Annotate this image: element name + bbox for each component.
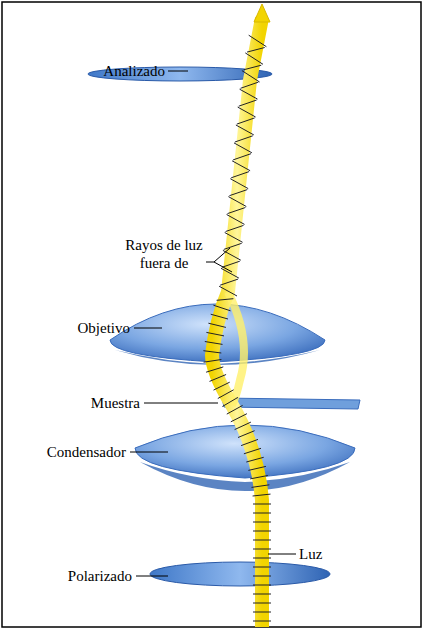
polarization-tick [236, 125, 254, 135]
light-beam-secondary [228, 292, 244, 405]
polarization-tick [253, 576, 271, 577]
part-label: Polarizado [68, 567, 132, 585]
polarization-tick [208, 323, 226, 327]
polarization-tick [232, 161, 250, 171]
polarization-tick [253, 585, 271, 586]
polarization-tick [219, 286, 237, 296]
condenser-lens-bottom [140, 462, 350, 491]
polarization-tick [253, 549, 271, 550]
part-label: Objetivo [78, 319, 131, 337]
polarization-tick [253, 594, 271, 595]
polarization-tick [228, 197, 246, 207]
part-label: Analizado [103, 62, 165, 80]
polarization-tick [235, 136, 253, 142]
polarization-tick [253, 567, 271, 568]
part-label: Rayos de luz fuera de [122, 236, 206, 272]
polarization-tick [253, 513, 271, 514]
polarization-tick [253, 540, 271, 541]
polarization-tick [220, 279, 238, 285]
polarization-tick [249, 35, 267, 47]
polarization-tick [205, 342, 223, 345]
polarization-tick [253, 621, 271, 622]
polarization-marks [203, 35, 271, 621]
polarization-tick [253, 494, 271, 496]
polarization-tick [238, 107, 256, 117]
part-label: Luz [299, 545, 322, 563]
arrow-head [254, 4, 270, 22]
polarization-tick [221, 268, 239, 278]
polarization-tick [242, 71, 260, 82]
polarizer-disc [150, 562, 330, 586]
light-beam [212, 18, 262, 627]
polarization-tick [227, 405, 243, 414]
polarization-tick [239, 100, 257, 106]
polarization-tick [228, 208, 246, 214]
polarization-tick [229, 190, 247, 196]
part-label: Condensador [47, 443, 126, 461]
leader-lines [130, 71, 296, 576]
polarization-tick [213, 305, 230, 311]
polarization-tick [218, 390, 234, 399]
polarization-tick [253, 612, 271, 613]
polarization-tick [247, 48, 265, 53]
polarization-tick [226, 225, 244, 231]
polarization-tick [237, 118, 255, 124]
polarization-tick [227, 215, 245, 225]
polarization-tick [231, 414, 247, 422]
polarization-tick [235, 422, 251, 430]
polarization-tick [244, 65, 262, 70]
polarization-tick [241, 82, 259, 88]
polarization-tick [240, 89, 258, 99]
polarization-tick [253, 522, 271, 523]
polarization-tick [234, 143, 252, 153]
polarization-tick [248, 466, 266, 470]
polarization-tick [244, 448, 261, 454]
polarization-tick [222, 261, 240, 267]
polarization-tick [210, 375, 227, 382]
part-label: Muestra [91, 394, 140, 412]
polarization-tick [253, 558, 271, 559]
polarization-tick [241, 439, 258, 445]
polarization-tick [231, 172, 249, 178]
specimen-slide [222, 398, 360, 409]
polarization-tick [245, 53, 263, 64]
polarization-tick [204, 360, 222, 363]
polarization-tick [230, 179, 248, 189]
polarization-tick [253, 603, 271, 604]
polarization-tick [253, 531, 271, 532]
polarization-tick [246, 457, 263, 462]
polarization-tick [214, 382, 230, 390]
polarization-tick [206, 332, 224, 336]
polarization-tick [222, 397, 238, 406]
polarization-tick [238, 431, 255, 438]
polarization-tick [252, 485, 270, 488]
polarization-tick [224, 243, 242, 249]
polarization-tick [250, 476, 268, 479]
polarization-tick [225, 233, 243, 243]
polarization-tick [217, 299, 234, 301]
polarization-tick [233, 154, 251, 160]
polarization-tick [253, 504, 271, 505]
polarization-tick [206, 367, 223, 372]
polarization-tick [211, 314, 228, 319]
polarization-tick [203, 351, 221, 353]
